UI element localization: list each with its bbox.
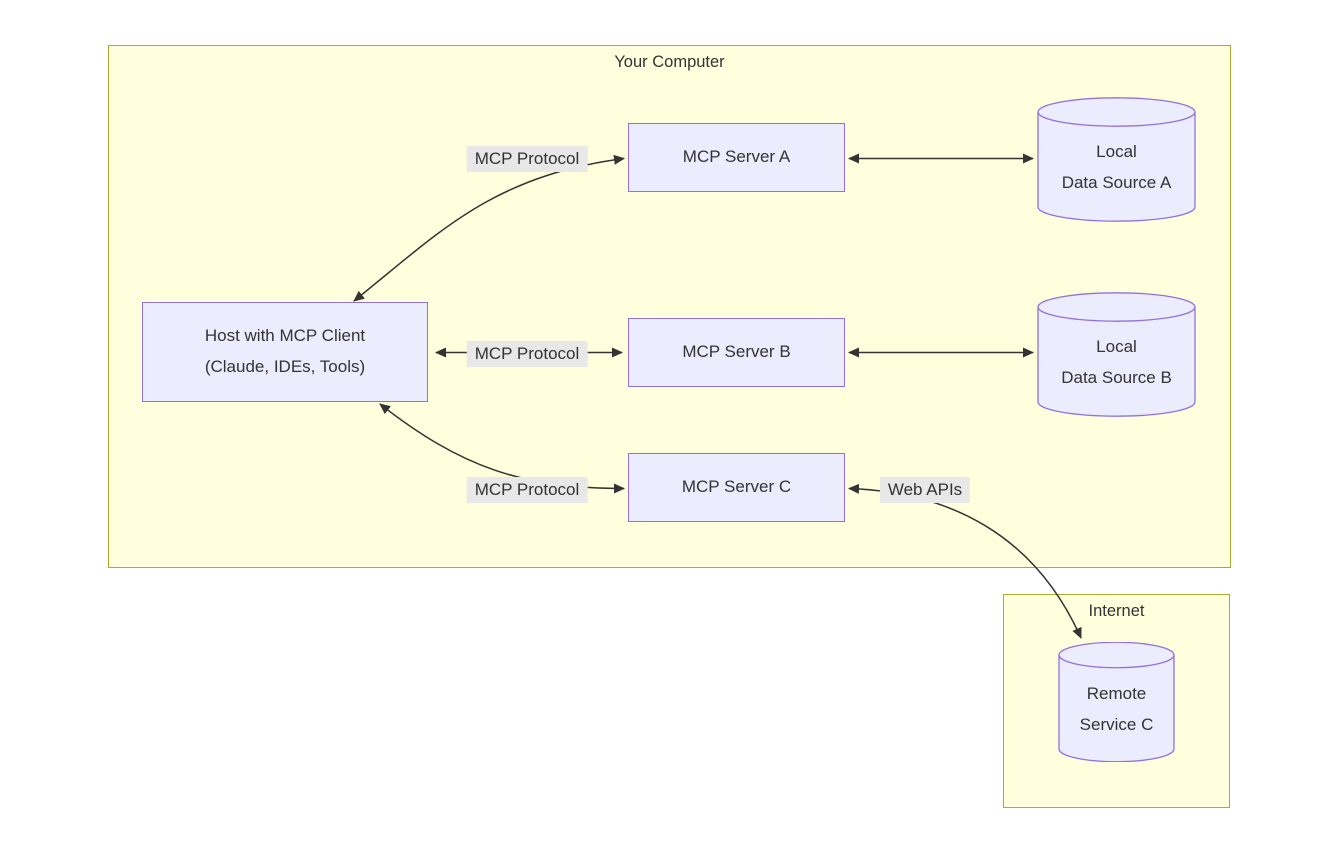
node-mcp-server-b: MCP Server B bbox=[628, 318, 845, 387]
edge-label-mcp-protocol-c: MCP Protocol bbox=[466, 477, 588, 503]
database-cylinder-icon bbox=[1037, 292, 1196, 417]
node-host-with-mcp-client: Host with MCP Client (Claude, IDEs, Tool… bbox=[142, 302, 428, 402]
cluster-your-computer-title: Your Computer bbox=[614, 53, 725, 71]
node-local-data-source-b-line2: Data Source B bbox=[1061, 367, 1172, 387]
node-mcp-server-a: MCP Server A bbox=[628, 123, 845, 192]
node-mcp-server-a-label: MCP Server A bbox=[682, 147, 791, 167]
database-cylinder-icon bbox=[1058, 642, 1175, 762]
node-local-data-source-b-line1: Local bbox=[1096, 336, 1137, 356]
node-mcp-server-c: MCP Server C bbox=[628, 453, 845, 522]
node-host-label-line2: (Claude, IDEs, Tools) bbox=[204, 357, 366, 376]
database-cylinder-icon bbox=[1037, 97, 1196, 222]
node-host-label-line1: Host with MCP Client bbox=[204, 326, 366, 346]
node-local-data-source-a-line2: Data Source A bbox=[1061, 172, 1172, 192]
node-local-data-source-a-line1: Local bbox=[1096, 141, 1137, 161]
edge-label-mcp-protocol-b: MCP Protocol bbox=[466, 341, 588, 367]
edge-label-web-apis: Web APIs bbox=[879, 477, 971, 503]
node-mcp-server-c-label: MCP Server C bbox=[681, 477, 792, 497]
edge-label-mcp-protocol-a: MCP Protocol bbox=[466, 146, 588, 172]
node-remote-service-c: Remote Service C bbox=[1058, 642, 1175, 762]
node-remote-service-c-line2: Service C bbox=[1079, 715, 1154, 734]
node-local-data-source-b: Local Data Source B bbox=[1037, 292, 1196, 417]
cluster-internet-title: Internet bbox=[1088, 602, 1145, 620]
node-remote-service-c-line1: Remote bbox=[1086, 684, 1147, 704]
node-local-data-source-a: Local Data Source A bbox=[1037, 97, 1196, 222]
node-mcp-server-b-label: MCP Server B bbox=[682, 342, 791, 362]
